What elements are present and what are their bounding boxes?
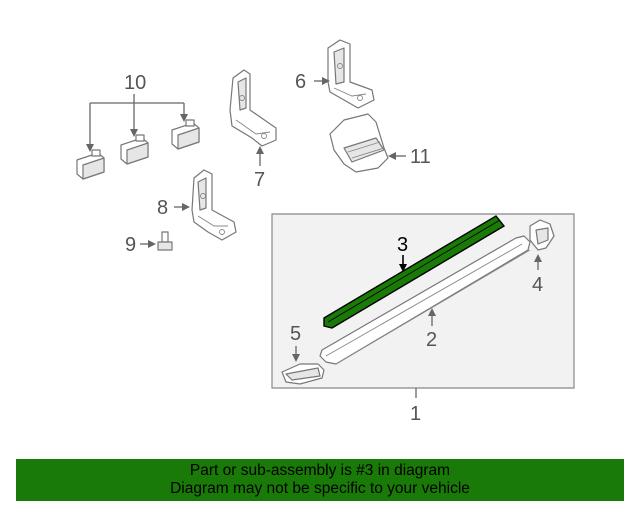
callout-7: 7 [254,169,265,191]
clip-part-10c [171,119,200,150]
banner-line-1: Part or sub-assembly is #3 in diagram [189,462,451,479]
callout-10: 10 [124,72,146,94]
banner-line-2: Diagram may not be specific to your vehi… [170,480,470,497]
part-10-group: 10 [76,72,200,180]
callout-1: 1 [410,403,421,425]
callout-6: 6 [295,71,306,93]
callout-11: 11 [410,146,431,168]
callout-8: 8 [157,197,168,219]
clip-part-10b [120,134,149,165]
part-9-bolt: 9 [125,231,173,256]
clip-part-10a [76,149,105,180]
part-2-running-board: 2 [319,235,531,365]
callout-5: 5 [290,323,301,345]
info-banner: Part or sub-assembly is #3 in diagram Di… [16,459,624,501]
callout-9: 9 [125,234,136,256]
callout-4: 4 [532,274,543,296]
part-3-step-strip-highlighted: 3 [323,215,506,329]
part-4-end-cap: 4 [529,219,555,296]
part-5-end-cap: 5 [281,323,325,385]
callout-3: 3 [397,234,408,256]
part-11-step-pad: 11 [329,113,431,173]
part-8-bracket: 8 [157,169,237,241]
part-6-bracket: 6 [295,39,375,109]
callout-2: 2 [426,329,437,351]
part-7-bracket: 7 [229,69,277,191]
